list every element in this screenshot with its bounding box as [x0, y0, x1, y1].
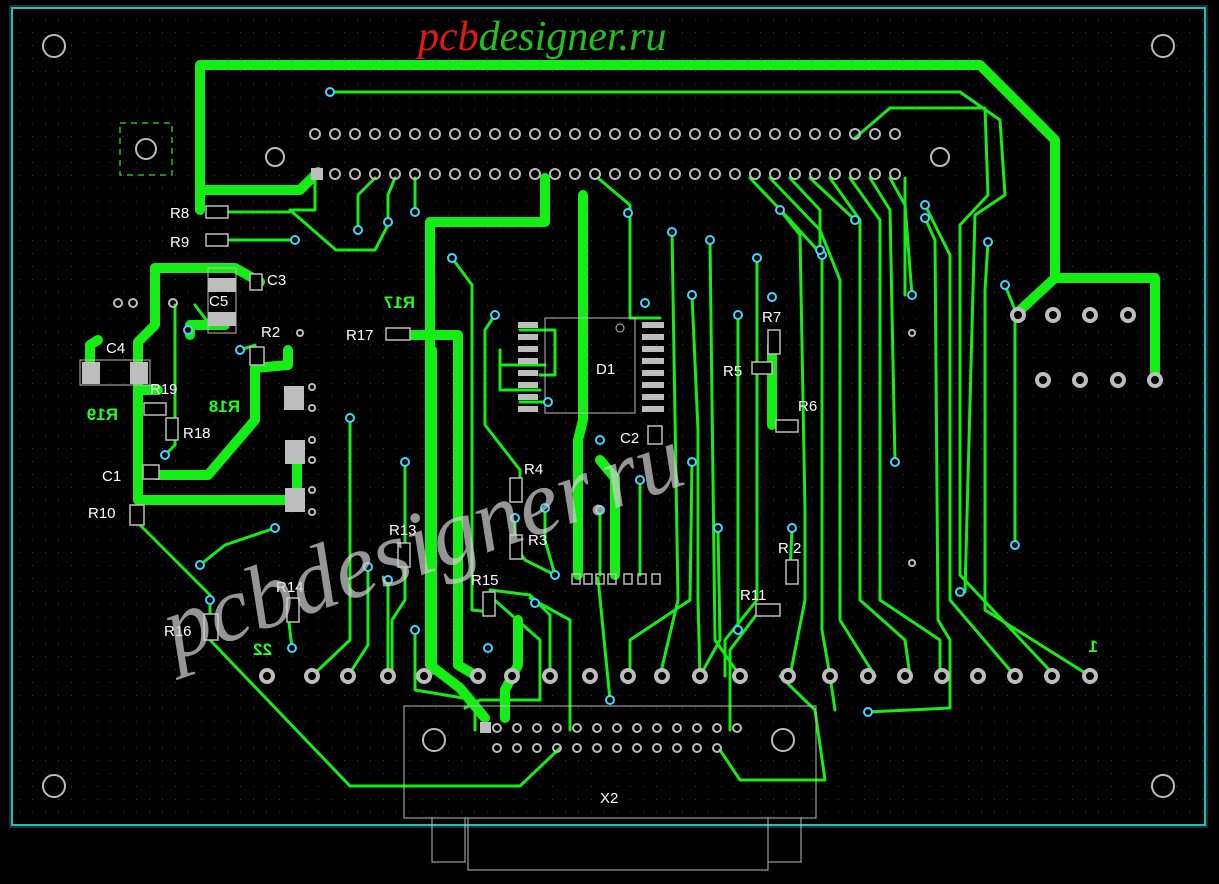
label-r2: R2: [261, 324, 280, 341]
logo-part2: designer.ru: [479, 14, 667, 60]
right-terminal-pads: [1010, 307, 1163, 388]
mirror-label-1: 1: [1089, 637, 1098, 656]
label-r4: R4: [524, 461, 543, 478]
label-c2: C2: [620, 430, 639, 447]
label-r15: R15: [471, 572, 499, 589]
signal-traces: [133, 90, 1092, 788]
label-r16: R16: [164, 623, 192, 640]
label-c1: C1: [102, 468, 121, 485]
label-r11: R11: [740, 587, 766, 604]
label-r12: R 2: [778, 540, 801, 557]
d1-chip: [518, 317, 664, 414]
label-r19: R19: [150, 381, 178, 398]
label-c4: C4: [106, 340, 125, 357]
left-side-footprints: [79, 267, 916, 567]
vias: [160, 87, 1020, 717]
label-r7: R7: [762, 309, 781, 326]
logo-text: pcbdesigner.ru: [415, 14, 667, 60]
x2-connector: [403, 705, 817, 871]
component-labels: R8 R9 C3 C5 R2 C4 R19 R18 C1 R10 R17 R4 …: [88, 205, 817, 807]
connector-pin1-pad: [311, 168, 323, 180]
label-r8: R8: [170, 205, 189, 222]
connector-top-row-pads: [309, 128, 901, 180]
label-r6: R6: [798, 398, 817, 415]
sot-pads-row: [571, 573, 661, 585]
label-r14: R14: [276, 579, 304, 596]
label-r9: R9: [170, 234, 189, 251]
mirror-label-22: 22: [253, 640, 272, 659]
board-outline-inner: [9, 5, 1208, 828]
mirrored-labels: R17 R19 R18 22 1: [87, 293, 1098, 659]
label-r17: R17: [346, 327, 374, 344]
mirror-label-r19: R19: [87, 405, 118, 424]
label-r18: R18: [183, 425, 211, 442]
mounting-holes: [42, 34, 1175, 798]
mirror-label-r17: R17: [384, 293, 415, 312]
label-c3: C3: [267, 272, 286, 289]
button-footprint: [119, 122, 173, 176]
label-r13: R13: [389, 522, 417, 539]
label-d1: D1: [596, 361, 615, 378]
logo-part1: pcb: [415, 14, 479, 60]
mirror-label-r18: R18: [209, 397, 240, 416]
label-x2: X2: [600, 790, 618, 807]
label-c5: C5: [209, 293, 228, 310]
label-r3: R3: [528, 532, 547, 549]
label-r10: R10: [88, 505, 116, 522]
bottom-row-pads: [259, 668, 1098, 684]
smd-resistors: [129, 205, 799, 641]
label-r5: R5: [723, 363, 742, 380]
